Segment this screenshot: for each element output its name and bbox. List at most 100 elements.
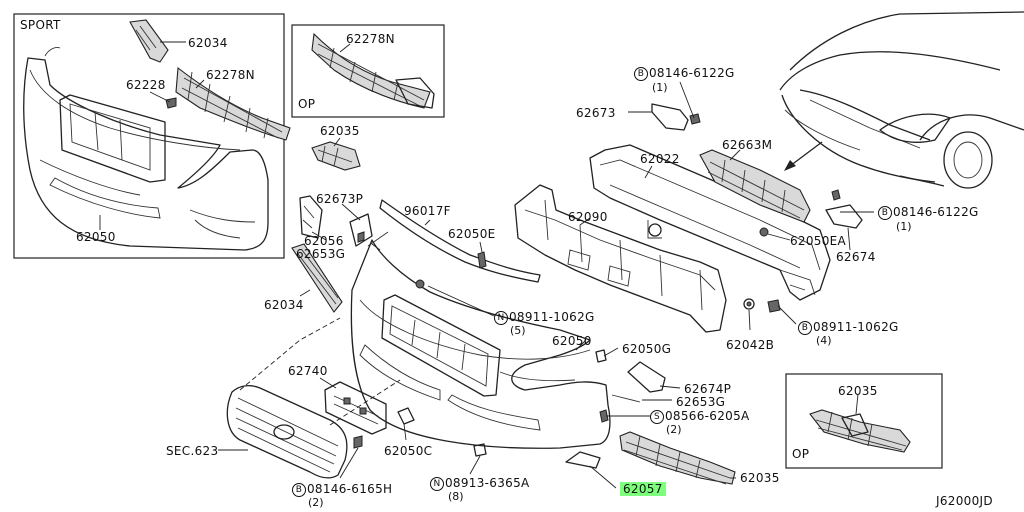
part-62653G-rod-b	[611, 394, 641, 403]
op-section-label-bottom: OP	[792, 447, 810, 461]
callout-b-mid-qty: (4)	[816, 334, 832, 347]
label-62050G: 62050G	[622, 342, 672, 356]
callout-b-right-qty: (1)	[896, 220, 912, 233]
label-62278N-sport: 62278N	[206, 68, 255, 82]
callout-part: 08911-1062G	[813, 320, 899, 334]
bolt-08146-6165H	[353, 435, 363, 449]
part-62056	[299, 195, 323, 239]
callout-n-mid-qty: (5)	[510, 324, 526, 337]
part-62042B	[743, 298, 755, 310]
clip-62050G	[595, 349, 607, 363]
label-62050C: 62050C	[384, 444, 433, 458]
part-62057	[565, 451, 601, 469]
leader-lines	[99, 41, 874, 489]
part-62653G-rod-a	[367, 231, 389, 247]
label-62042B: 62042B	[726, 338, 775, 352]
circled-symbol: S	[650, 409, 664, 424]
label-62035-top: 62035	[320, 124, 360, 138]
callout-n-bot-qty: (8)	[448, 490, 464, 503]
label-62653G-b: 62653G	[676, 395, 726, 409]
callout-part: 08146-6122G	[649, 66, 735, 80]
label-62663M: 62663M	[722, 138, 773, 152]
part-62278N-op-bracket	[395, 77, 435, 109]
op-inset-frame-bottom	[785, 373, 943, 469]
car-silhouette	[779, 11, 1024, 189]
front-grille-sec623	[226, 385, 348, 479]
circled-symbol: N	[430, 476, 444, 491]
clip-08913-6365A	[473, 443, 487, 457]
callout-part: 08566-6205A	[665, 409, 750, 423]
highlighted-part-62057: 62057	[620, 482, 666, 496]
label-62035-op: 62035	[838, 384, 878, 398]
part-62673P	[349, 213, 373, 247]
main-bumper-62050	[350, 239, 611, 449]
label-62673: 62673	[576, 106, 616, 120]
label-62674: 62674	[836, 250, 876, 264]
label-62056: 62056	[304, 234, 344, 248]
label-62278N-op: 62278N	[346, 32, 395, 46]
callout-part: 08146-6122G	[893, 205, 979, 219]
label-62090: 62090	[568, 210, 608, 224]
label-62673P: 62673P	[316, 192, 364, 206]
circled-symbol: N	[494, 310, 508, 325]
bolt-08911-1062G	[767, 299, 781, 313]
label-62228: 62228	[126, 78, 166, 92]
callout-part: 08146-6165H	[307, 482, 393, 496]
clip-62050-top	[415, 279, 425, 289]
part-62090-absorber	[514, 184, 727, 333]
circled-symbol: B	[878, 205, 892, 220]
label-62035-main: 62035	[740, 471, 780, 485]
label-sec623: SEC.623	[166, 444, 219, 458]
part-62022-beam	[589, 144, 831, 301]
label-62050EA: 62050EA	[790, 234, 847, 248]
label-62022: 62022	[640, 152, 680, 166]
part-62034-top	[129, 19, 169, 63]
part-62674	[825, 204, 863, 229]
clip-62050EA	[759, 227, 769, 237]
part-62035-main	[619, 431, 736, 485]
part-62035-op	[809, 409, 911, 453]
part-62740	[324, 381, 387, 435]
label-62034-mid: 62034	[264, 298, 304, 312]
part-62673	[651, 103, 689, 131]
callout-s-bot-qty: (2)	[666, 423, 682, 436]
label-62740: 62740	[288, 364, 328, 378]
diagram-id: J62000JD	[936, 494, 993, 508]
sport-section-label: SPORT	[20, 18, 61, 32]
label-62050-main: 62050	[552, 334, 592, 348]
part-96017F	[379, 199, 541, 283]
part-62278N-sport	[175, 66, 291, 141]
label-62034-top: 62034	[188, 36, 228, 50]
label-62674P: 62674P	[684, 382, 732, 396]
part-62050C	[397, 407, 415, 425]
op-section-label-top: OP	[298, 97, 316, 111]
part-62663M	[699, 149, 811, 223]
part-62228	[165, 97, 177, 109]
op-inset-frame-top	[291, 24, 445, 118]
callout-part: 08911-1062G	[509, 310, 595, 324]
callout-b-top-qty: (1)	[652, 81, 668, 94]
label-62653G-a: 62653G	[296, 247, 346, 261]
part-62050E-clip	[477, 251, 487, 269]
circled-symbol: B	[798, 320, 812, 335]
circled-symbol: B	[634, 66, 648, 81]
label-96017F: 96017F	[404, 204, 451, 218]
callout-b-bot-qty: (2)	[308, 496, 324, 509]
part-62674P	[627, 361, 666, 393]
circled-symbol: B	[292, 482, 306, 497]
label-62057: 62057	[620, 482, 666, 496]
label-62050E: 62050E	[448, 227, 496, 241]
callout-part: 08913-6365A	[445, 476, 530, 490]
label-62050-sport: 62050	[76, 230, 116, 244]
screw-08566-6205A	[599, 409, 609, 423]
sport-bumper-62050	[23, 47, 269, 251]
